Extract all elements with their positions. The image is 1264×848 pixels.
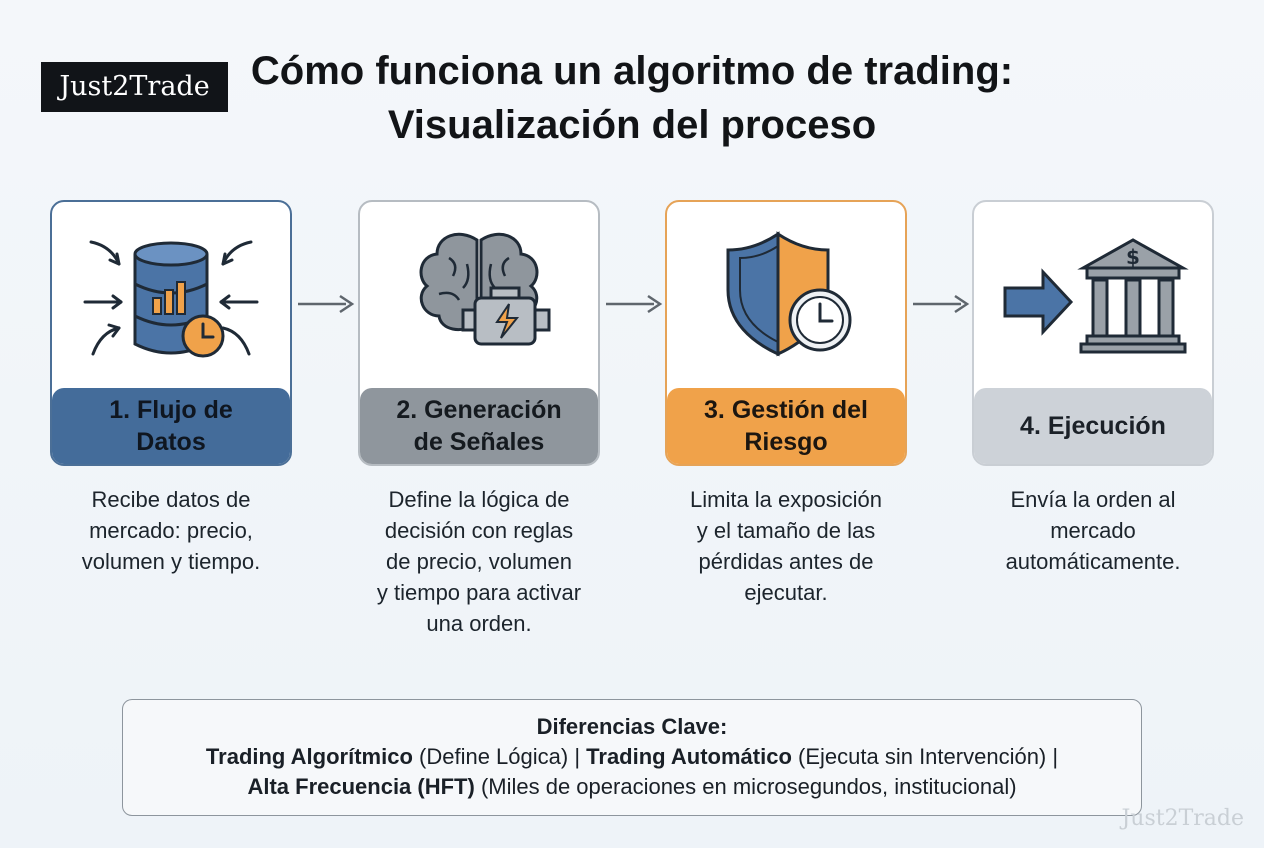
svg-text:$: $ — [1126, 245, 1140, 269]
step-card-execution: $ 4. Ejecución — [972, 200, 1214, 466]
step-description-1: Recibe datos de mercado: precio, volumen… — [81, 487, 261, 574]
arrow-right-icon — [913, 294, 970, 314]
shield-clock-icon — [667, 202, 905, 392]
brain-engine-icon — [360, 202, 598, 392]
step-description-4: Envía la orden al mercado automáticament… — [1005, 487, 1181, 574]
arrow-right-icon — [606, 294, 663, 314]
step-description-3: Limita la exposición y el tamaño de las … — [690, 487, 882, 605]
key-differences-title: Diferencias Clave: — [536, 714, 728, 739]
title-line-1: Cómo funciona un algoritmo de trading: — [250, 49, 1014, 93]
database-clock-icon — [52, 202, 290, 392]
step-description-2: Define la lógica de decisión con reglas … — [376, 487, 582, 636]
key-differences-line-1: Trading Algorítmico (Define Lógica) | Tr… — [205, 744, 1059, 769]
key-differences-box: Diferencias Clave: Trading Algorítmico (… — [122, 699, 1142, 816]
key-differences-line-2: Alta Frecuencia (HFT) (Miles de operacio… — [247, 774, 1017, 799]
bank-arrow-icon: $ — [974, 202, 1212, 392]
page-title: Cómo funciona un algoritmo de trading: V… — [232, 44, 1032, 152]
watermark: Just2Trade — [1121, 806, 1244, 831]
arrow-right-icon — [298, 294, 355, 314]
title-line-2: Visualización del proceso — [387, 103, 877, 147]
brand-logo: Just2Trade — [41, 62, 228, 112]
step-label-4: 4. Ejecución — [974, 388, 1212, 464]
